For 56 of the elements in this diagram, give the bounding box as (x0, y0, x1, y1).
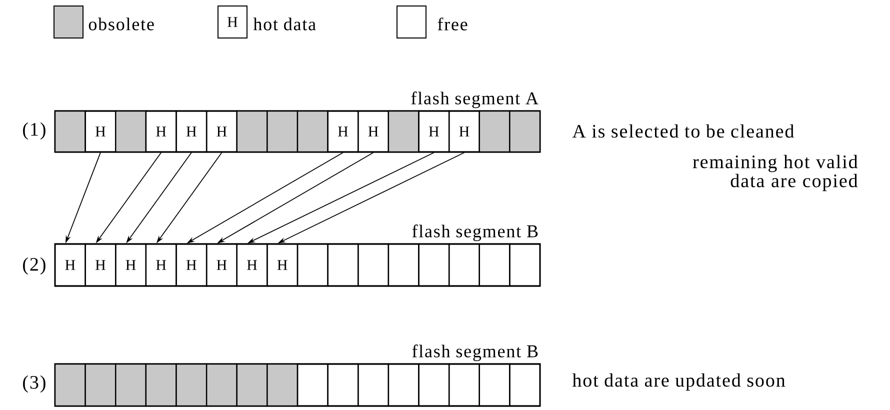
data-cell: H (176, 243, 208, 287)
shaded-cell (176, 363, 208, 407)
shaded-cell (388, 110, 420, 153)
data-cell: H (327, 110, 359, 153)
step-number: (3) (23, 375, 46, 393)
segment-heading: flash segment B (412, 344, 538, 362)
shaded-cell (266, 110, 298, 153)
segment-heading: flash segment A (411, 92, 538, 108)
shaded-cell (145, 363, 177, 407)
empty-cell (509, 363, 541, 407)
legend-label: free (438, 18, 468, 30)
empty-cell (418, 363, 450, 407)
shaded-cell (115, 110, 147, 153)
data-cell: H (266, 243, 298, 287)
empty-cell (296, 363, 328, 407)
step-note: hot data are updated soon (572, 373, 786, 391)
shaded-cell (266, 363, 298, 407)
data-cell: H (236, 243, 268, 287)
data-cell: H (54, 243, 86, 287)
empty-cell (448, 243, 480, 287)
data-cell: H (206, 243, 238, 287)
shaded-cell (236, 110, 268, 153)
data-cell: H (176, 110, 208, 153)
data-cell: H (418, 110, 450, 153)
shaded-cell (296, 110, 328, 153)
shaded-cell (115, 363, 147, 407)
empty-cell (478, 363, 510, 407)
shaded-cell (509, 110, 541, 153)
legend-label: hot data (253, 18, 316, 30)
shaded-cell (54, 110, 86, 153)
empty-cell (478, 243, 510, 287)
empty-cell (327, 243, 359, 287)
shaded-cell (206, 363, 238, 407)
empty-cell (388, 243, 420, 287)
legend-label: obsolete (88, 18, 154, 30)
step-number: (2) (23, 257, 46, 275)
empty-cell (327, 363, 359, 407)
step-number: (1) (23, 122, 46, 140)
empty-cell (448, 363, 480, 407)
data-cell: H (145, 110, 177, 153)
data-cell: H (145, 243, 177, 287)
shaded-cell (478, 110, 510, 153)
shaded-cell (84, 363, 116, 407)
data-cell: H (115, 243, 147, 287)
shaded-cell (236, 363, 268, 407)
shaded-cell (54, 363, 86, 407)
empty-cell (358, 363, 390, 407)
empty-cell (509, 243, 541, 287)
empty-cell (358, 243, 390, 287)
segment-heading: flash segment B (412, 224, 538, 242)
empty-cell (418, 243, 450, 287)
data-cell: H (84, 243, 116, 287)
empty-cell (296, 243, 328, 287)
step-note: remaining hot valid data are copied (692, 154, 858, 192)
empty-cell (388, 363, 420, 407)
step-note: A is selected to be cleaned (572, 124, 794, 138)
